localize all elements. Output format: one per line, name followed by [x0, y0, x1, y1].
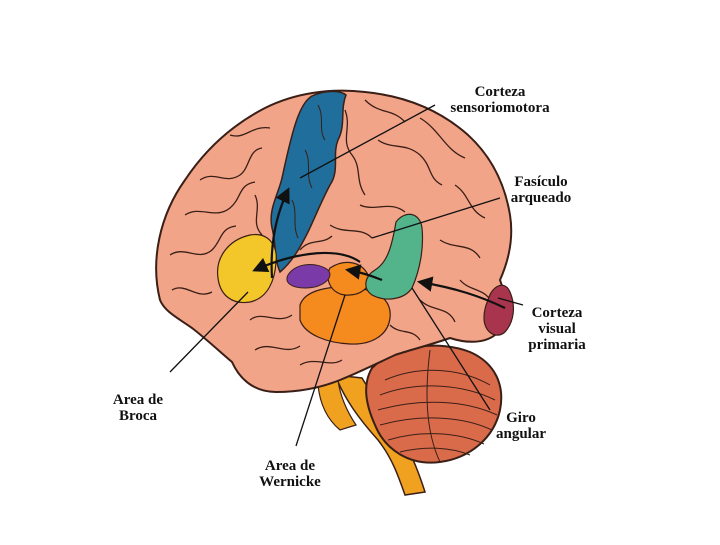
label-line: Area de — [254, 458, 326, 474]
label-corteza-visual-primaria: Corteza visual primaria — [524, 305, 590, 353]
wernicke-upper — [328, 262, 369, 295]
label-line: Giro — [490, 410, 552, 426]
label-line: primaria — [524, 337, 590, 353]
label-area-broca: Area de Broca — [106, 392, 170, 424]
label-line: sensoriomotora — [444, 100, 556, 116]
label-line: Area de — [106, 392, 170, 408]
label-line: arqueado — [503, 190, 579, 206]
label-line: Fasículo — [503, 174, 579, 190]
label-line: Wernicke — [254, 474, 326, 490]
label-line: visual — [524, 321, 590, 337]
label-line: Corteza — [524, 305, 590, 321]
label-fasiculo-arqueado: Fasículo arqueado — [503, 174, 579, 206]
label-line: angular — [490, 426, 552, 442]
label-line: Corteza — [444, 84, 556, 100]
label-corteza-sensoriomotora: Corteza sensoriomotora — [444, 84, 556, 116]
label-line: Broca — [106, 408, 170, 424]
label-giro-angular: Giro angular — [490, 410, 552, 442]
label-area-wernicke: Area de Wernicke — [254, 458, 326, 490]
